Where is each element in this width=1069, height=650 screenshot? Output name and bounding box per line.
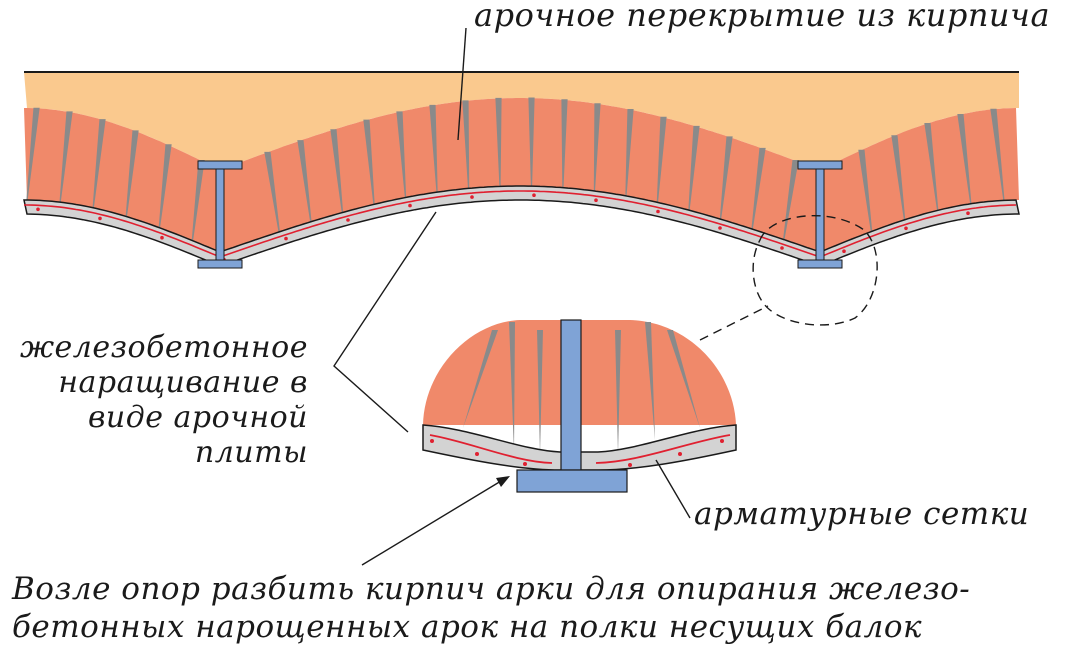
brick-joint (561, 99, 568, 188)
brick-joint (297, 140, 312, 226)
brick-joint (782, 160, 799, 244)
brick-joint (429, 104, 438, 193)
beam-bottom-flange (197, 259, 243, 269)
brick-joint (495, 97, 502, 187)
rc-buildup-line-1: железобетонное (19, 330, 308, 365)
support-note: Возле опор разбить кирпич арки для опира… (12, 570, 970, 646)
detail-rebar-dot (475, 452, 479, 456)
brick-joint (751, 147, 766, 233)
detail-rebar-left (429, 434, 553, 464)
brick-joint (396, 111, 407, 199)
brick-joint (462, 100, 470, 189)
rebar-dot (842, 249, 846, 253)
brick-joint (593, 103, 601, 192)
detail-beam-flange (516, 469, 628, 493)
brick-joint (625, 109, 634, 197)
detail-rebar-right (595, 434, 731, 464)
rebar-dot (718, 226, 722, 230)
rebar-dot (966, 211, 970, 215)
detail-joint (463, 330, 498, 428)
brick-joint (957, 114, 972, 206)
rebar-dot (904, 226, 908, 231)
rebar-dot (470, 195, 474, 199)
rebar-dot (780, 246, 784, 250)
support-note-line-1: Возле опор разбить кирпич арки для опира… (12, 571, 971, 607)
rc-buildup-line-2: наращивание в (58, 365, 308, 400)
support-note-line-2: бетонных нарощенных арок на полки несущи… (12, 609, 923, 645)
rc-buildup-line-3: виде арочной (87, 400, 308, 435)
detail-circle (752, 214, 878, 326)
rc-buildup-line-4: плиты (194, 435, 308, 470)
detail-joint (537, 330, 543, 455)
rebar-dot (36, 207, 40, 212)
leader-arrowhead (496, 476, 510, 487)
backfill-layer (24, 71, 1019, 170)
brick-joint (363, 119, 375, 207)
detail-connector (699, 305, 769, 341)
rebar-dot (284, 236, 288, 241)
brick-joint (924, 123, 939, 214)
detail-rebar-dot (523, 462, 527, 466)
brick-body (24, 98, 1019, 252)
detail-rebar-dot (720, 439, 724, 443)
i-beam-2 (797, 160, 843, 269)
brick-joint (59, 111, 73, 204)
rebar-dot (98, 216, 102, 221)
brick-joint (528, 97, 535, 187)
leader-support-note (361, 477, 507, 566)
leader-rc-buildup (333, 211, 437, 433)
detail-callout (422, 214, 878, 493)
brick-joint (719, 136, 733, 222)
detail-rebar-dot (628, 463, 632, 467)
brick-joint (92, 119, 106, 210)
detail-view (422, 319, 737, 493)
rebar-line (24, 190, 1017, 258)
brick-joint (688, 125, 700, 213)
brick-joint (264, 151, 281, 237)
leader-lines (333, 27, 691, 566)
brick-joint (26, 107, 40, 201)
detail-beam-web (560, 319, 582, 471)
leader-rebar-mesh (655, 459, 691, 519)
rebar-dot (656, 209, 660, 214)
rebar-dot (594, 198, 598, 202)
beam-top-flange (797, 160, 843, 170)
rc-arch-slab (23, 185, 1020, 267)
detail-rebar-dot (430, 439, 434, 443)
brick-joint (158, 144, 172, 232)
rebar-dot (532, 193, 536, 197)
brick-joint (330, 129, 344, 216)
detail-rebar-dot (678, 452, 682, 456)
beam-bottom-flange (797, 259, 843, 269)
brick-joint (990, 108, 1005, 202)
backfill (24, 72, 1019, 170)
detail-joint (615, 330, 621, 455)
rebar-mesh-label: арматурные сетки (694, 496, 1030, 532)
brick-joint (656, 116, 667, 204)
detail-joint (667, 330, 700, 428)
concrete-slab (23, 185, 1020, 267)
detail-concrete (422, 424, 737, 471)
brick-joint (858, 149, 873, 236)
rc-buildup-label: железобетонное наращивание в виде арочно… (6, 330, 308, 470)
steel-beams (197, 160, 843, 269)
i-beam-1 (197, 160, 243, 269)
beam-top-flange (197, 160, 243, 170)
brick-vault-label: арочное перекрытие из кирпича (474, 0, 1051, 34)
detail-joint (509, 322, 515, 452)
brick-joint (125, 130, 139, 220)
rebar-dot (346, 218, 350, 222)
rebar-dot (160, 235, 164, 240)
brick-joint (891, 135, 906, 224)
beam-web (815, 168, 825, 261)
leader-brick-vault (457, 27, 467, 141)
detail-joint (645, 322, 655, 440)
beam-web (215, 168, 225, 261)
rebar-dot (408, 203, 412, 208)
